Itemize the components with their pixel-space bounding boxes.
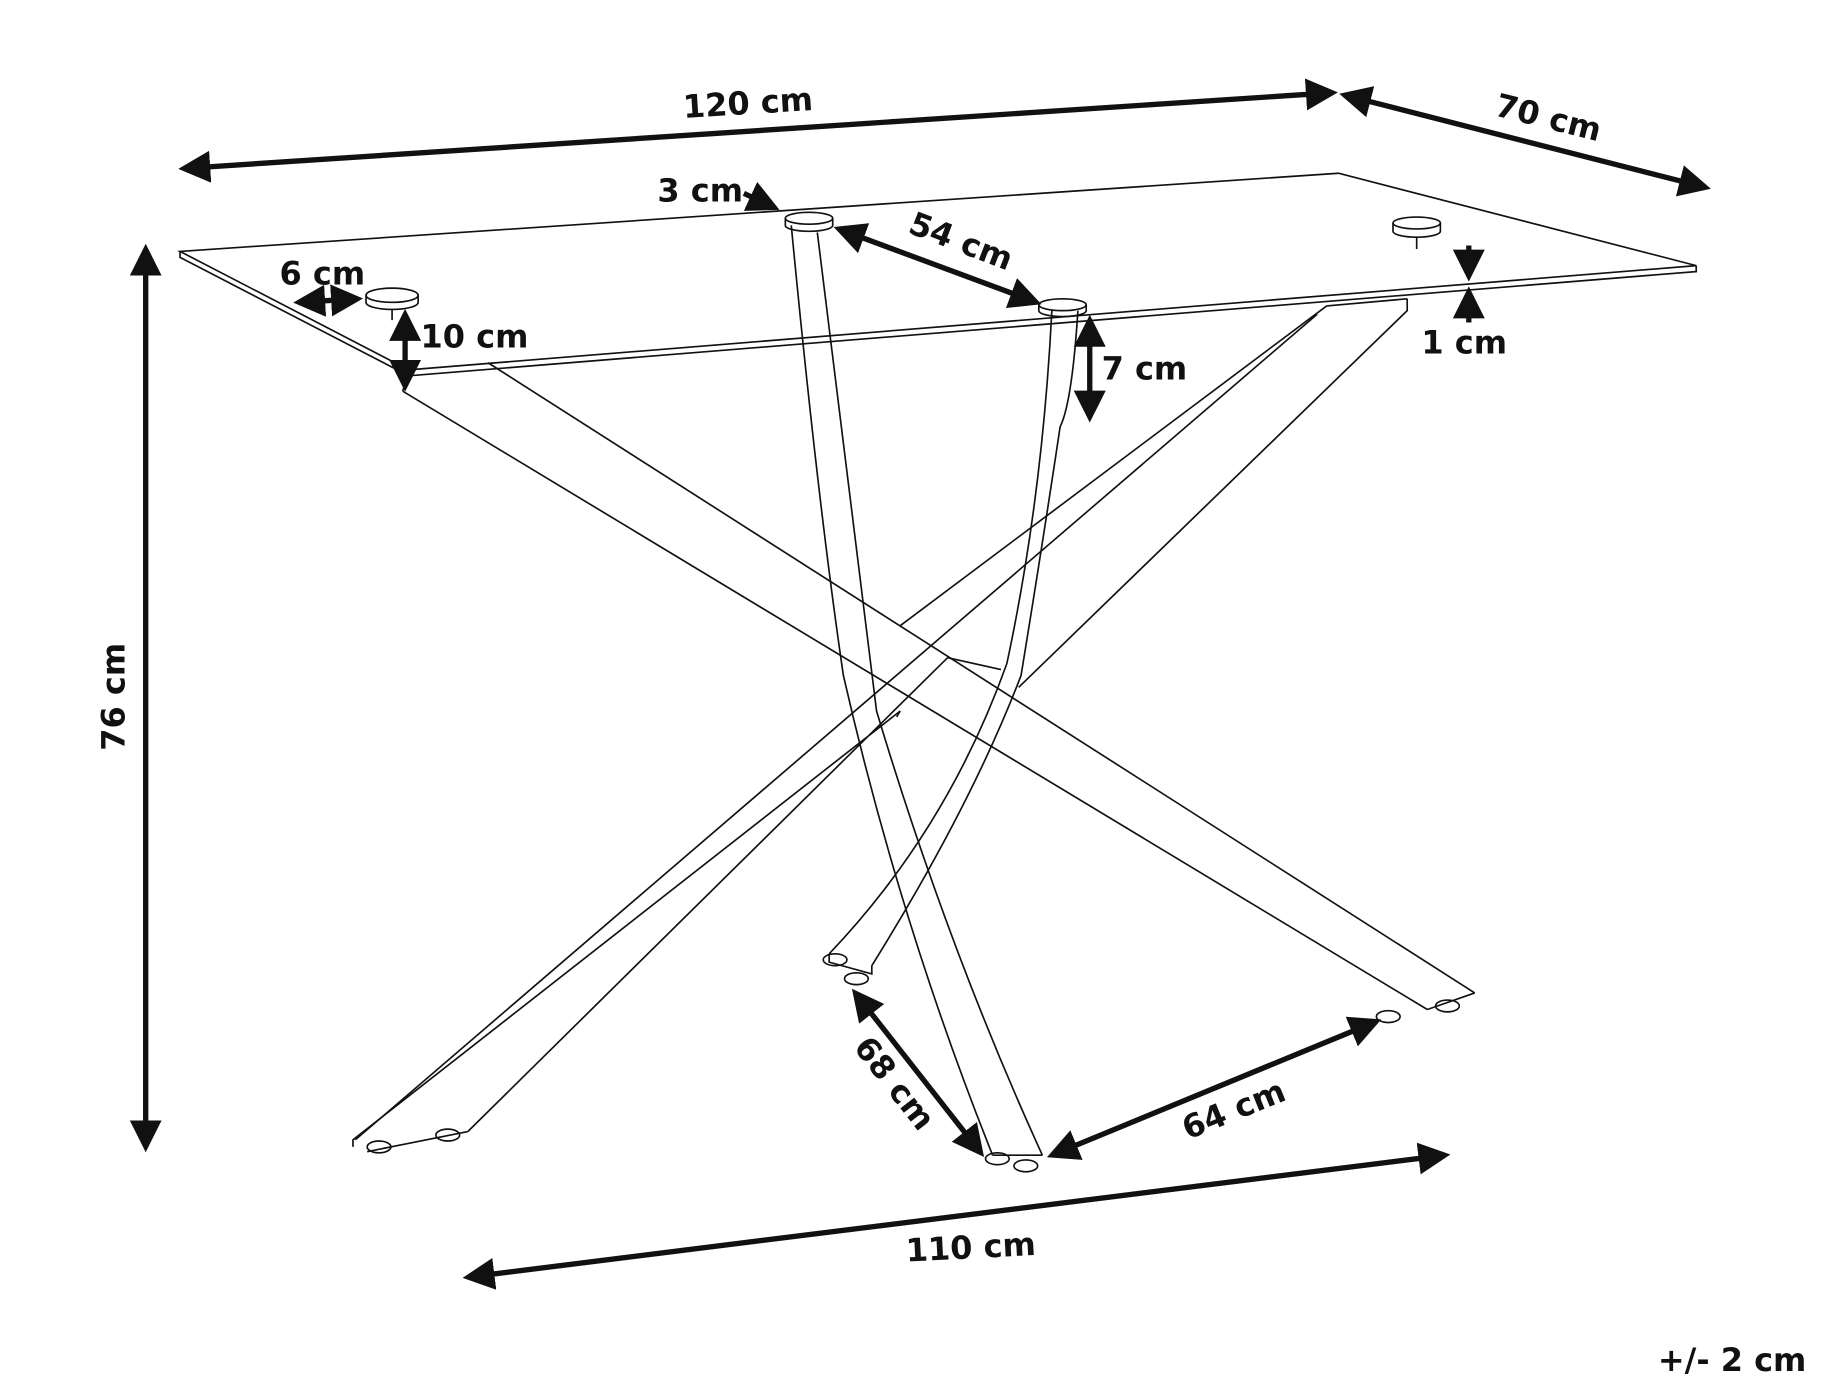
label-bracket-spacing: 54 cm: [904, 204, 1018, 278]
table-legs: [352, 225, 1476, 1157]
leg-brackets: [365, 211, 1442, 321]
label-leg-offset: 3 cm: [657, 172, 743, 210]
label-height: 76 cm: [94, 643, 132, 751]
label-glass-thickness: 1 cm: [1421, 323, 1507, 361]
dimension-arrows: [129, 78, 1711, 1290]
leg-center-front: [828, 310, 1079, 976]
leg-center-back: [790, 225, 1044, 1157]
leg-back-right: [352, 297, 1409, 1153]
tolerance-note: +/- 2 cm: [1658, 1341, 1807, 1377]
label-base-length: 110 cm: [905, 1225, 1037, 1270]
label-length: 120 cm: [682, 80, 814, 126]
label-bracket-height: 7 cm: [1102, 349, 1188, 387]
leg-front-left: [401, 362, 1476, 1011]
label-edge-inset: 6 cm: [280, 255, 366, 293]
label-glass-to-leg: 10 cm: [421, 317, 529, 355]
